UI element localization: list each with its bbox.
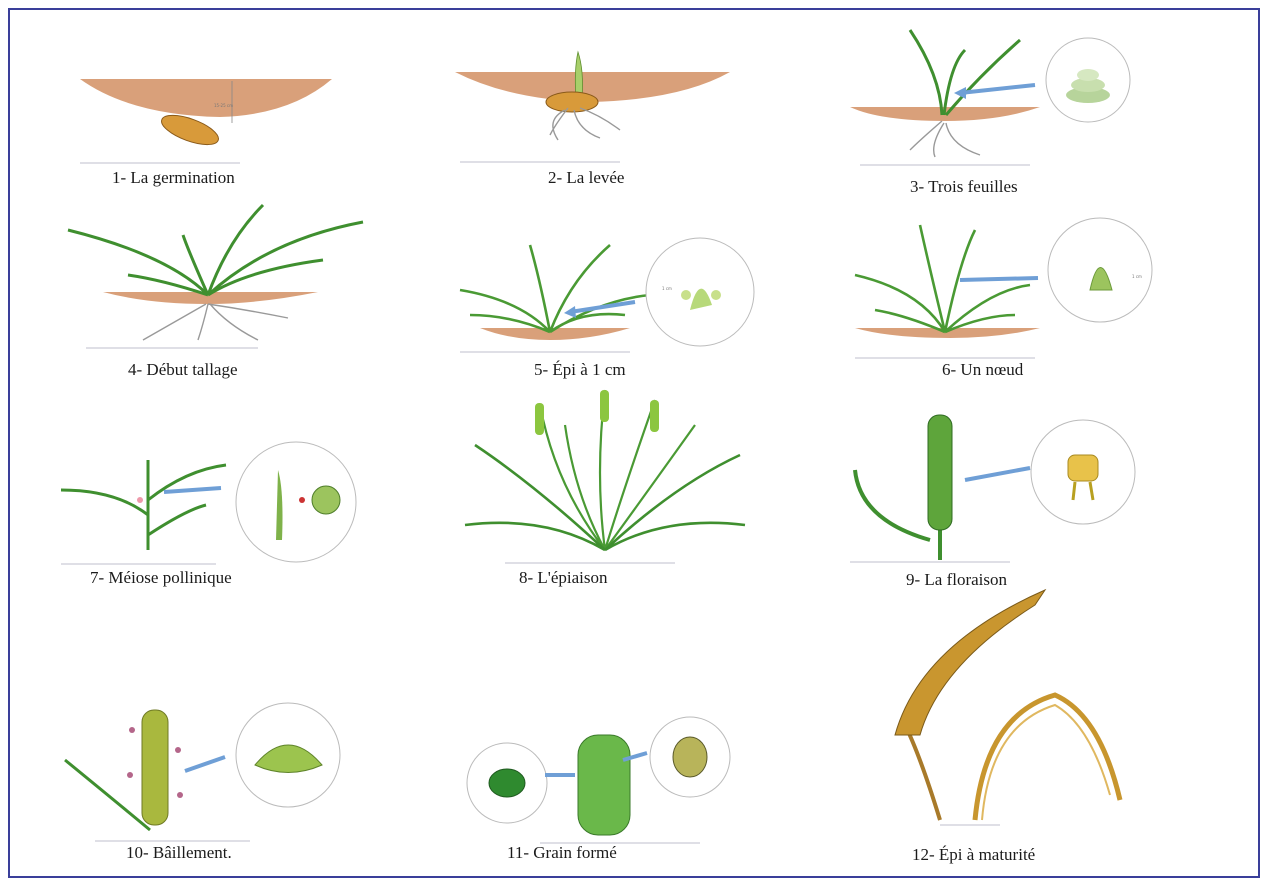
baillement-illustration [60, 705, 370, 845]
trois-feuilles-illustration [850, 25, 1160, 167]
epi-1cm-illustration: 1 cm [450, 240, 770, 352]
germination-illustration: 15-25 cm [70, 65, 350, 165]
stage-11-grain-forme: 11- Grain formé [465, 725, 745, 875]
stage-2-label: 2- La levée [548, 168, 624, 188]
ear-size-annotation: 1 cm [662, 286, 672, 291]
stage-8-label: 8- L'épiaison [519, 568, 608, 588]
stage-7-meiose-pollinique: 7- Méiose pollinique [56, 450, 386, 595]
stage-5-label: 5- Épi à 1 cm [534, 360, 626, 380]
node-size-annotation: 1 cm [1132, 274, 1142, 279]
un-noeud-illustration: 1 cm [850, 220, 1160, 360]
stage-11-label: 11- Grain formé [507, 843, 617, 863]
stage-12-label: 12- Épi à maturité [912, 845, 1035, 865]
stage-6-un-noeud: 1 cm 6- Un nœud [850, 220, 1160, 380]
stage-10-baillement: 10- Bâillement. [60, 705, 370, 875]
stage-12-epi-maturite: 12- Épi à maturité [880, 585, 1140, 875]
figure-frame: 15-25 cm 1- La germination 2- La levée [8, 8, 1260, 878]
stage-9-floraison: 9- La floraison [840, 410, 1160, 595]
stage-3-label: 3- Trois feuilles [910, 177, 1018, 197]
levee-illustration [450, 50, 740, 165]
stage-1-label: 1- La germination [112, 168, 235, 188]
stage-4-debut-tallage: 4- Début tallage [58, 200, 378, 380]
grain-forme-illustration [465, 725, 745, 845]
epiaison-illustration [455, 385, 755, 565]
stage-5-epi-1cm: 1 cm 5- Épi à 1 cm [450, 240, 770, 380]
debut-tallage-illustration [58, 200, 378, 350]
floraison-illustration [840, 410, 1160, 565]
stage-3-trois-feuilles: 3- Trois feuilles [850, 25, 1160, 195]
meiose-pollinique-illustration [56, 450, 386, 565]
epi-maturite-illustration [880, 585, 1140, 840]
stage-8-epiaison: 8- L'épiaison [455, 385, 755, 595]
stage-10-label: 10- Bâillement. [126, 843, 232, 863]
stage-2-levee: 2- La levée [450, 50, 740, 195]
stage-7-label: 7- Méiose pollinique [90, 568, 232, 588]
stage-6-label: 6- Un nœud [942, 360, 1023, 380]
stage-4-label: 4- Début tallage [128, 360, 238, 380]
depth-annotation: 15-25 cm [214, 103, 233, 108]
stage-1-germination: 15-25 cm 1- La germination [70, 65, 350, 195]
